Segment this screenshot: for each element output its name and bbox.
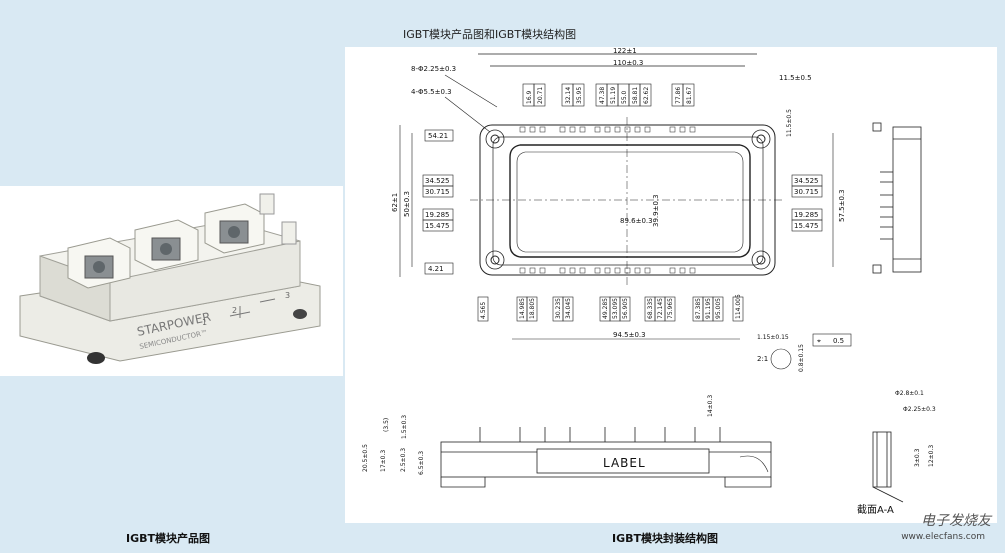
dim-14: 14±0.3 [707,395,714,417]
terminal-block-1 [67,237,131,289]
left-dim-4: 19.285 [425,211,450,219]
bottom-col-3: 30.235 [555,298,562,319]
bottom-col-12: 91.195 [705,298,712,319]
label-text: LABEL [603,456,646,470]
dim-1-15: 1.15±0.15 [757,334,789,341]
dim-11-5: 11.5±0.5 [779,74,812,82]
detail-3: 3±0.3 [914,448,921,467]
top-col-1: 20.71 [537,87,544,104]
watermark-logo: 电子发烧友 [921,513,991,529]
dim-62: 62±1 [391,193,399,212]
side-20-5: 20.5±0.5 [362,444,369,472]
package-drawing-svg: 122±1 110±0.3 11.5±0.5 8-Φ2.25±0.3 4-Φ5.… [362,47,936,516]
package-drawing: 122±1 110±0.3 11.5±0.5 8-Φ2.25±0.3 4-Φ5.… [345,47,997,523]
watermark-url: www.elecfans.com [901,532,985,542]
detail-phi-2-8: Φ2.8±0.1 [895,390,924,397]
dim-89-6: 89.6±0.3 [620,217,653,225]
right-dim-3: 19.285 [794,211,819,219]
side-3-5: (3.5) [383,418,390,432]
tolerance-symbol: ⌖ [817,337,821,345]
dim-110: 110±0.3 [613,59,643,67]
top-col-8: 62.62 [643,87,650,104]
igbt-module-illustration: STARPOWER SEMICONDUCTOR™ 1 2 3 [19,193,321,364]
pin-3-label: 3 [285,291,290,300]
side-6-5: 6.5±0.3 [418,451,425,475]
front-view [440,427,772,488]
product-photo: STARPOWER SEMICONDUCTOR™ 1 2 3 [0,186,343,376]
tolerance-value: 0.5 [833,337,844,345]
bottom-col-7: 56.905 [622,298,629,319]
side-1-5: 1.5±0.3 [401,415,408,439]
product-caption: IGBT模块产品图 [126,532,211,545]
pin-1-label: 1 [202,318,207,327]
bottom-col-13: 95.005 [715,298,722,319]
bottom-col-1: 14.985 [519,298,526,319]
bottom-col-8: 68.335 [647,298,654,319]
detail-12: 12±0.3 [928,445,935,467]
bottom-col-11: 87.385 [695,298,702,319]
side-17: 17±0.3 [380,450,387,472]
section-label: 截面A-A [857,503,894,516]
dim-39-9: 39.9±0.3 [652,194,660,227]
right-dim-4: 15.475 [794,222,819,230]
top-col-0: 16.9 [526,90,533,104]
terminal-block-2 [134,219,199,271]
left-dim-6: 4.21 [428,265,444,273]
detail-ratio: 2:1 [757,355,768,363]
right-dim-2: 30.715 [794,188,819,196]
bottom-col-0: 4.565 [480,302,487,319]
dim-57-5: 57.5±0.3 [838,189,846,222]
top-col-9: 77.86 [675,87,682,104]
left-dim-5: 15.475 [425,222,450,230]
bottom-col-4: 34.045 [565,298,572,319]
right-dim-1: 34.525 [794,177,819,185]
left-dim-3: 30.715 [425,188,450,196]
dim-11-5b: 11.5±0.5 [786,109,793,137]
dim-8-phi: 8-Φ2.25±0.3 [411,65,456,73]
left-dim-2: 34.525 [425,177,450,185]
top-col-10: 81.67 [686,87,693,104]
bottom-col-10: 75.965 [667,298,674,319]
side-2-5: 2.5±0.3 [400,448,407,472]
package-caption: IGBT模块封装结构图 [612,532,719,545]
detail-phi-2-25: Φ2.25±0.3 [903,406,936,413]
top-col-2: 32.14 [565,87,572,104]
terminal-block-3 [204,203,265,254]
bottom-col-6: 53.095 [612,298,619,319]
bottom-col-14: 114.005 [735,294,742,319]
page-title: IGBT模块产品图和IGBT模块结构图 [403,28,577,41]
dim-4-phi: 4-Φ5.5±0.3 [411,88,452,96]
top-col-5: 51.19 [610,87,617,104]
pin-2-label: 2 [232,306,237,315]
top-dimension-columns: 16.9 20.71 32.14 35.95 47.38 51.19 55.0 … [522,83,695,107]
dim-94-5: 94.5±0.3 [613,331,646,339]
dim-0-8: 0.8±0.15 [798,344,805,372]
top-col-4: 47.38 [599,87,606,104]
top-col-7: 58.81 [632,87,639,104]
top-col-6: 55.0 [621,90,628,104]
dim-122: 122±1 [613,47,637,55]
bottom-col-2: 18.805 [529,298,536,319]
bottom-col-9: 72.145 [657,298,664,319]
top-col-3: 35.95 [576,87,583,104]
bottom-col-5: 49.285 [602,298,609,319]
side-view-right [872,122,922,274]
dim-50: 50±0.3 [403,191,411,217]
section-detail [872,431,904,503]
bottom-dimension-columns: 4.565 14.985 18.805 30.235 34.045 49.285… [477,294,744,322]
left-dim-1: 54.21 [428,132,448,140]
